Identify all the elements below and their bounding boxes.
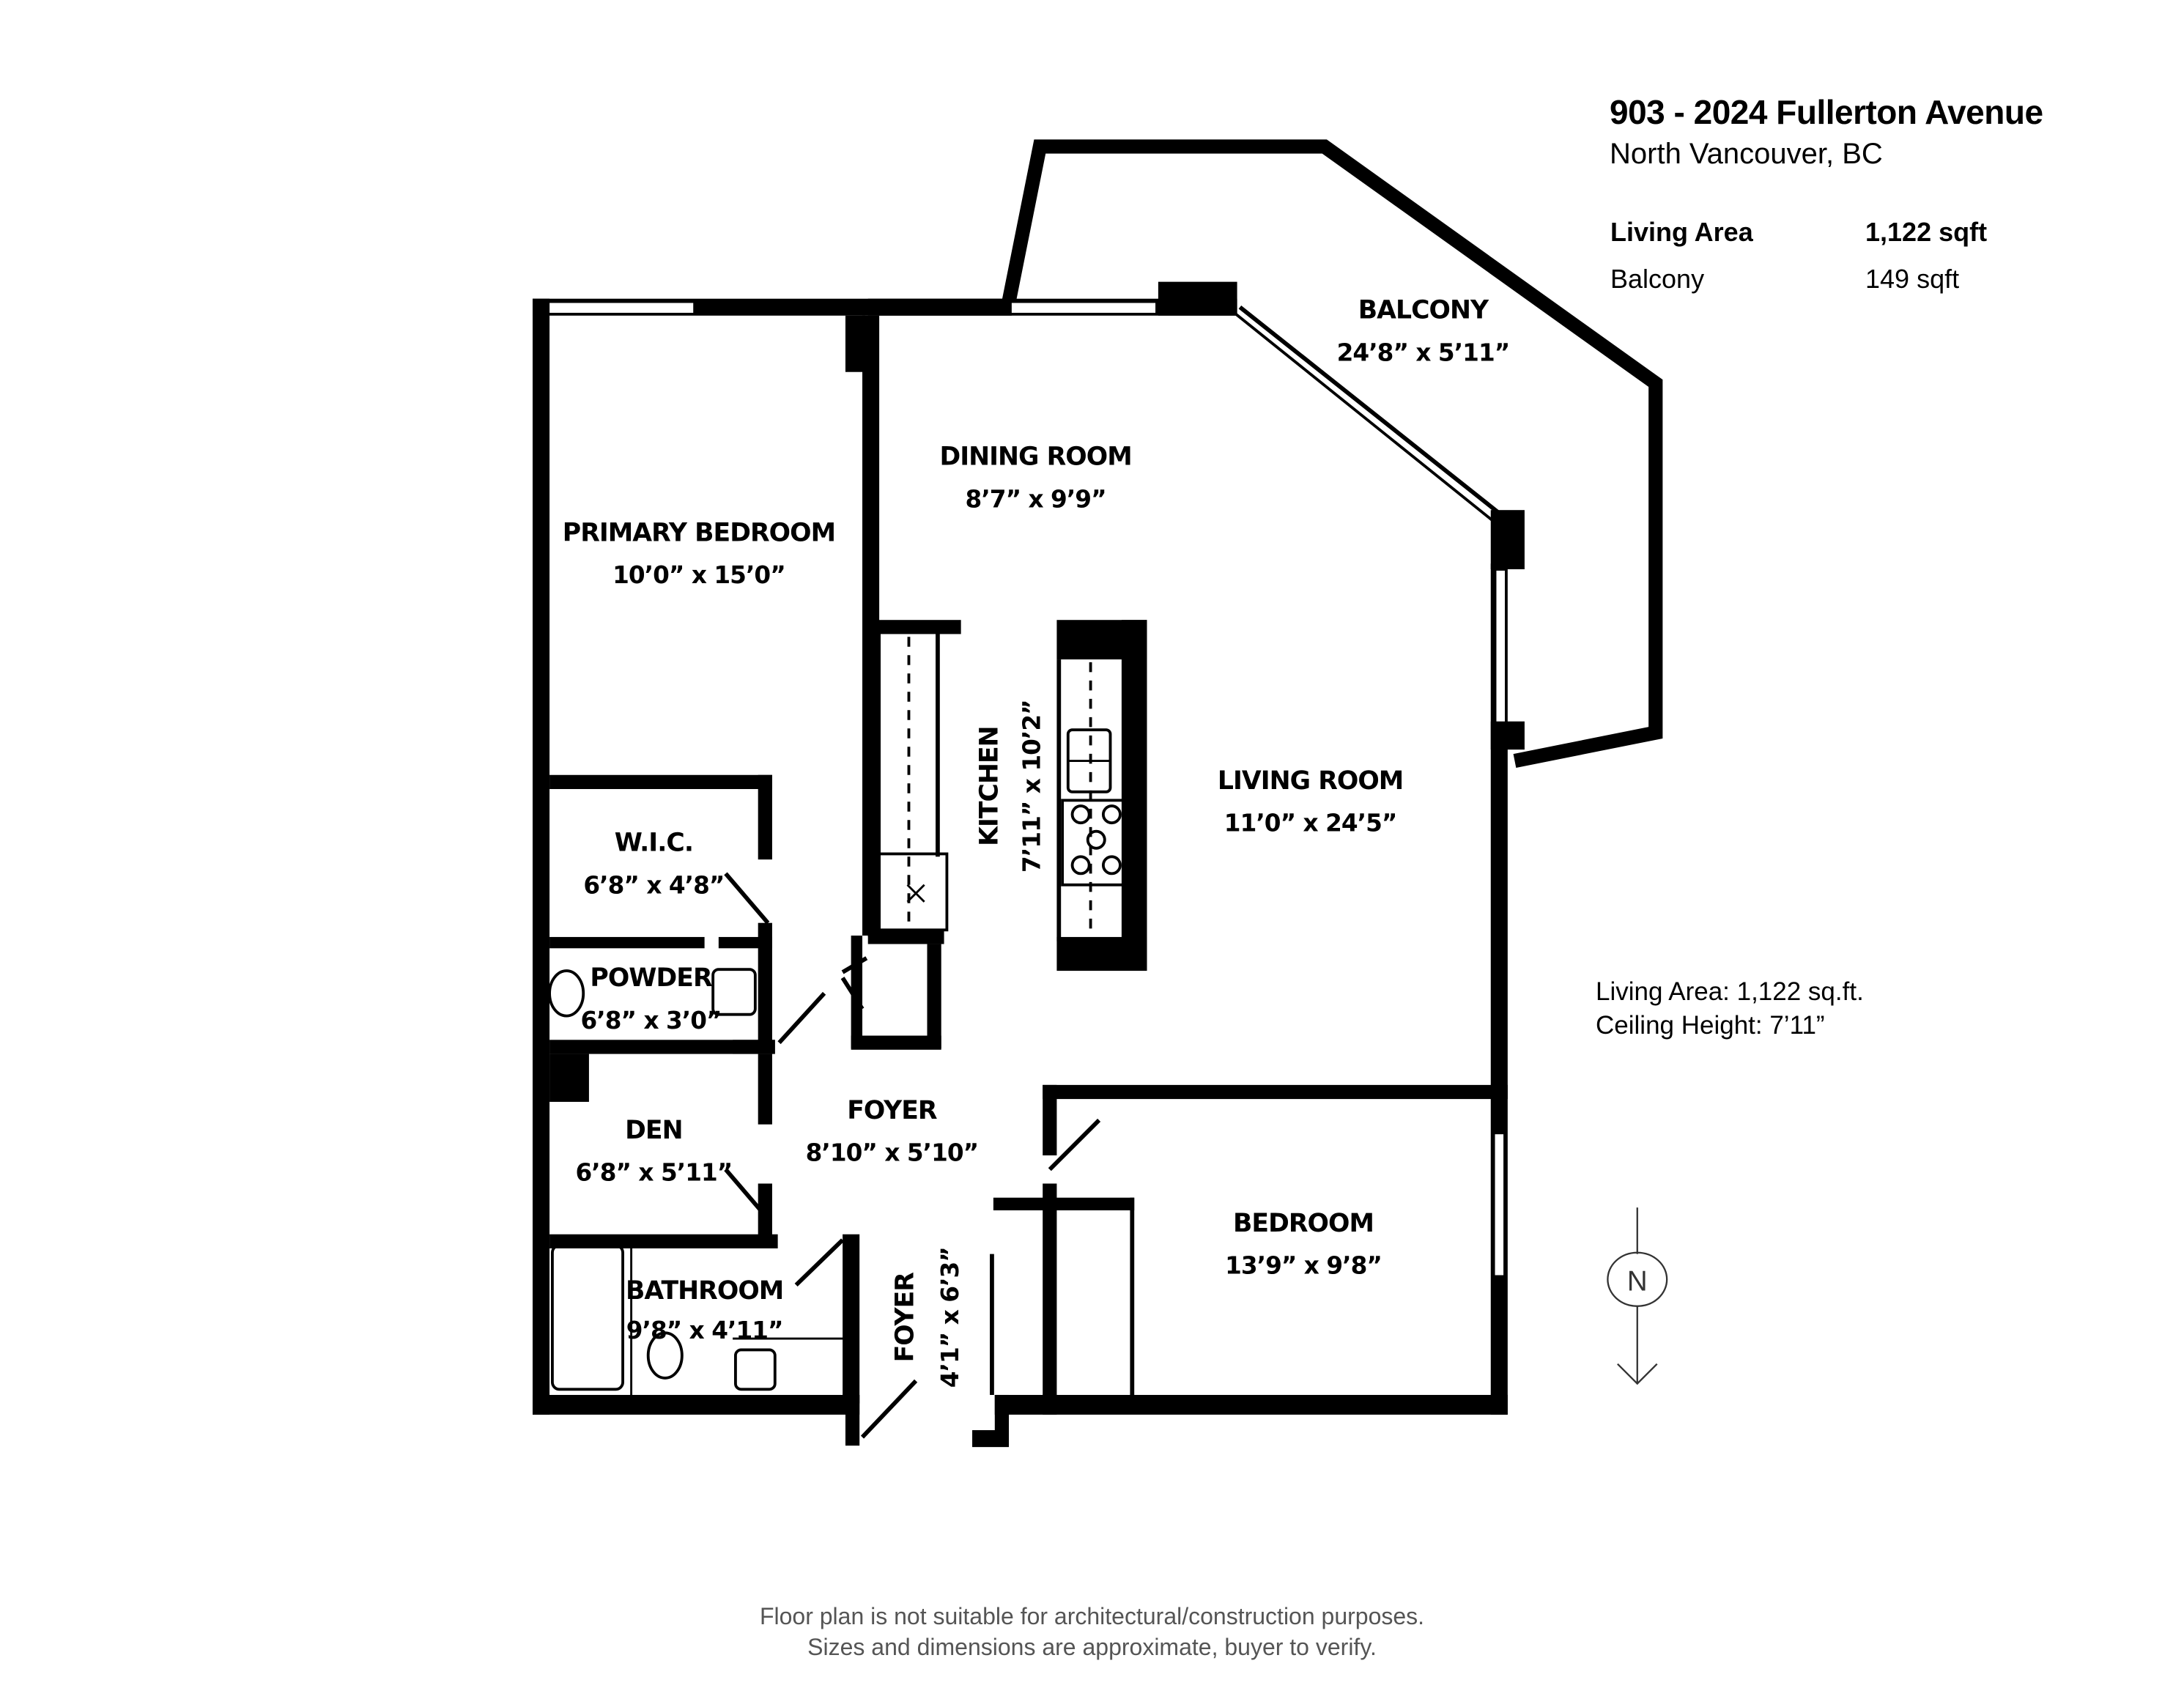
room-dim-wic: 6’8” x 4’8” — [583, 871, 724, 899]
room-name-foyer-main: FOYER — [847, 1096, 937, 1125]
doors — [724, 872, 1101, 1439]
room-name-bedroom: BEDROOM — [1233, 1209, 1374, 1238]
room-dim-den: 6’8” x 5’11” — [575, 1159, 732, 1187]
room-dim-kitchen: 7’11” x 10’2” — [1018, 700, 1045, 873]
room-dim-dining: 8’7” x 9’9” — [966, 485, 1106, 513]
room-name-foyer-entry: FOYER — [890, 1273, 919, 1363]
room-name-powder: POWDER — [590, 963, 712, 993]
room-name-kitchen: KITCHEN — [975, 726, 1004, 846]
area-label-balcony: Balcony — [1610, 264, 1705, 294]
room-dim-foyer-entry: 4’1” x 6’3” — [936, 1247, 964, 1388]
disclaimer-line-2: Sizes and dimensions are approximate, bu… — [807, 1634, 1377, 1660]
room-dim-living: 11’0” x 24’5” — [1224, 810, 1397, 837]
note-living-area: Living Area: 1,122 sq.ft. — [1596, 977, 1864, 1006]
walls — [532, 139, 1663, 1448]
room-dim-foyer-main: 8’10” x 5’10” — [806, 1139, 979, 1167]
north-arrow-icon — [1607, 1207, 1668, 1385]
room-dim-bedroom: 13’9” x 9’8” — [1225, 1252, 1382, 1280]
room-dim-primary-bedroom: 10’0” x 15’0” — [612, 561, 785, 589]
bathtub-icon — [550, 1244, 624, 1391]
room-name-wic: W.I.C. — [615, 829, 693, 858]
stove-icon — [1061, 799, 1126, 886]
room-dim-bathroom: 9’8” x 4’11” — [626, 1317, 783, 1344]
disclaimer-line-1: Floor plan is not suitable for architect… — [759, 1603, 1425, 1629]
area-value-balcony: 149 sqft — [1865, 264, 1960, 294]
listing-title: 903 - 2024 Fullerton Avenue — [1610, 93, 2043, 131]
powder-toilet-icon — [548, 969, 585, 1018]
listing-location: North Vancouver, BC — [1610, 138, 1883, 170]
room-name-bathroom: BATHROOM — [626, 1276, 783, 1306]
note-ceiling-height: Ceiling Height: 7’11” — [1596, 1011, 1825, 1040]
area-value-living: 1,122 sqft — [1865, 217, 1988, 247]
room-name-balcony: BALCONY — [1358, 296, 1489, 325]
room-name-den: DEN — [625, 1116, 682, 1145]
room-name-dining: DINING ROOM — [939, 443, 1131, 472]
bathroom-sink-icon — [734, 1348, 777, 1391]
area-label-living: Living Area — [1610, 217, 1753, 247]
room-dim-powder: 6’8” x 3’0” — [581, 1007, 722, 1034]
toilet-icon — [646, 1331, 684, 1380]
refrigerator-icon — [878, 852, 949, 932]
compass-label: N — [1627, 1266, 1648, 1298]
room-name-living: LIVING ROOM — [1218, 766, 1403, 796]
powder-sink-icon — [711, 968, 757, 1016]
room-dim-balcony: 24’8” x 5’11” — [1337, 338, 1510, 366]
room-name-primary-bedroom: PRIMARY BEDROOM — [563, 519, 835, 548]
